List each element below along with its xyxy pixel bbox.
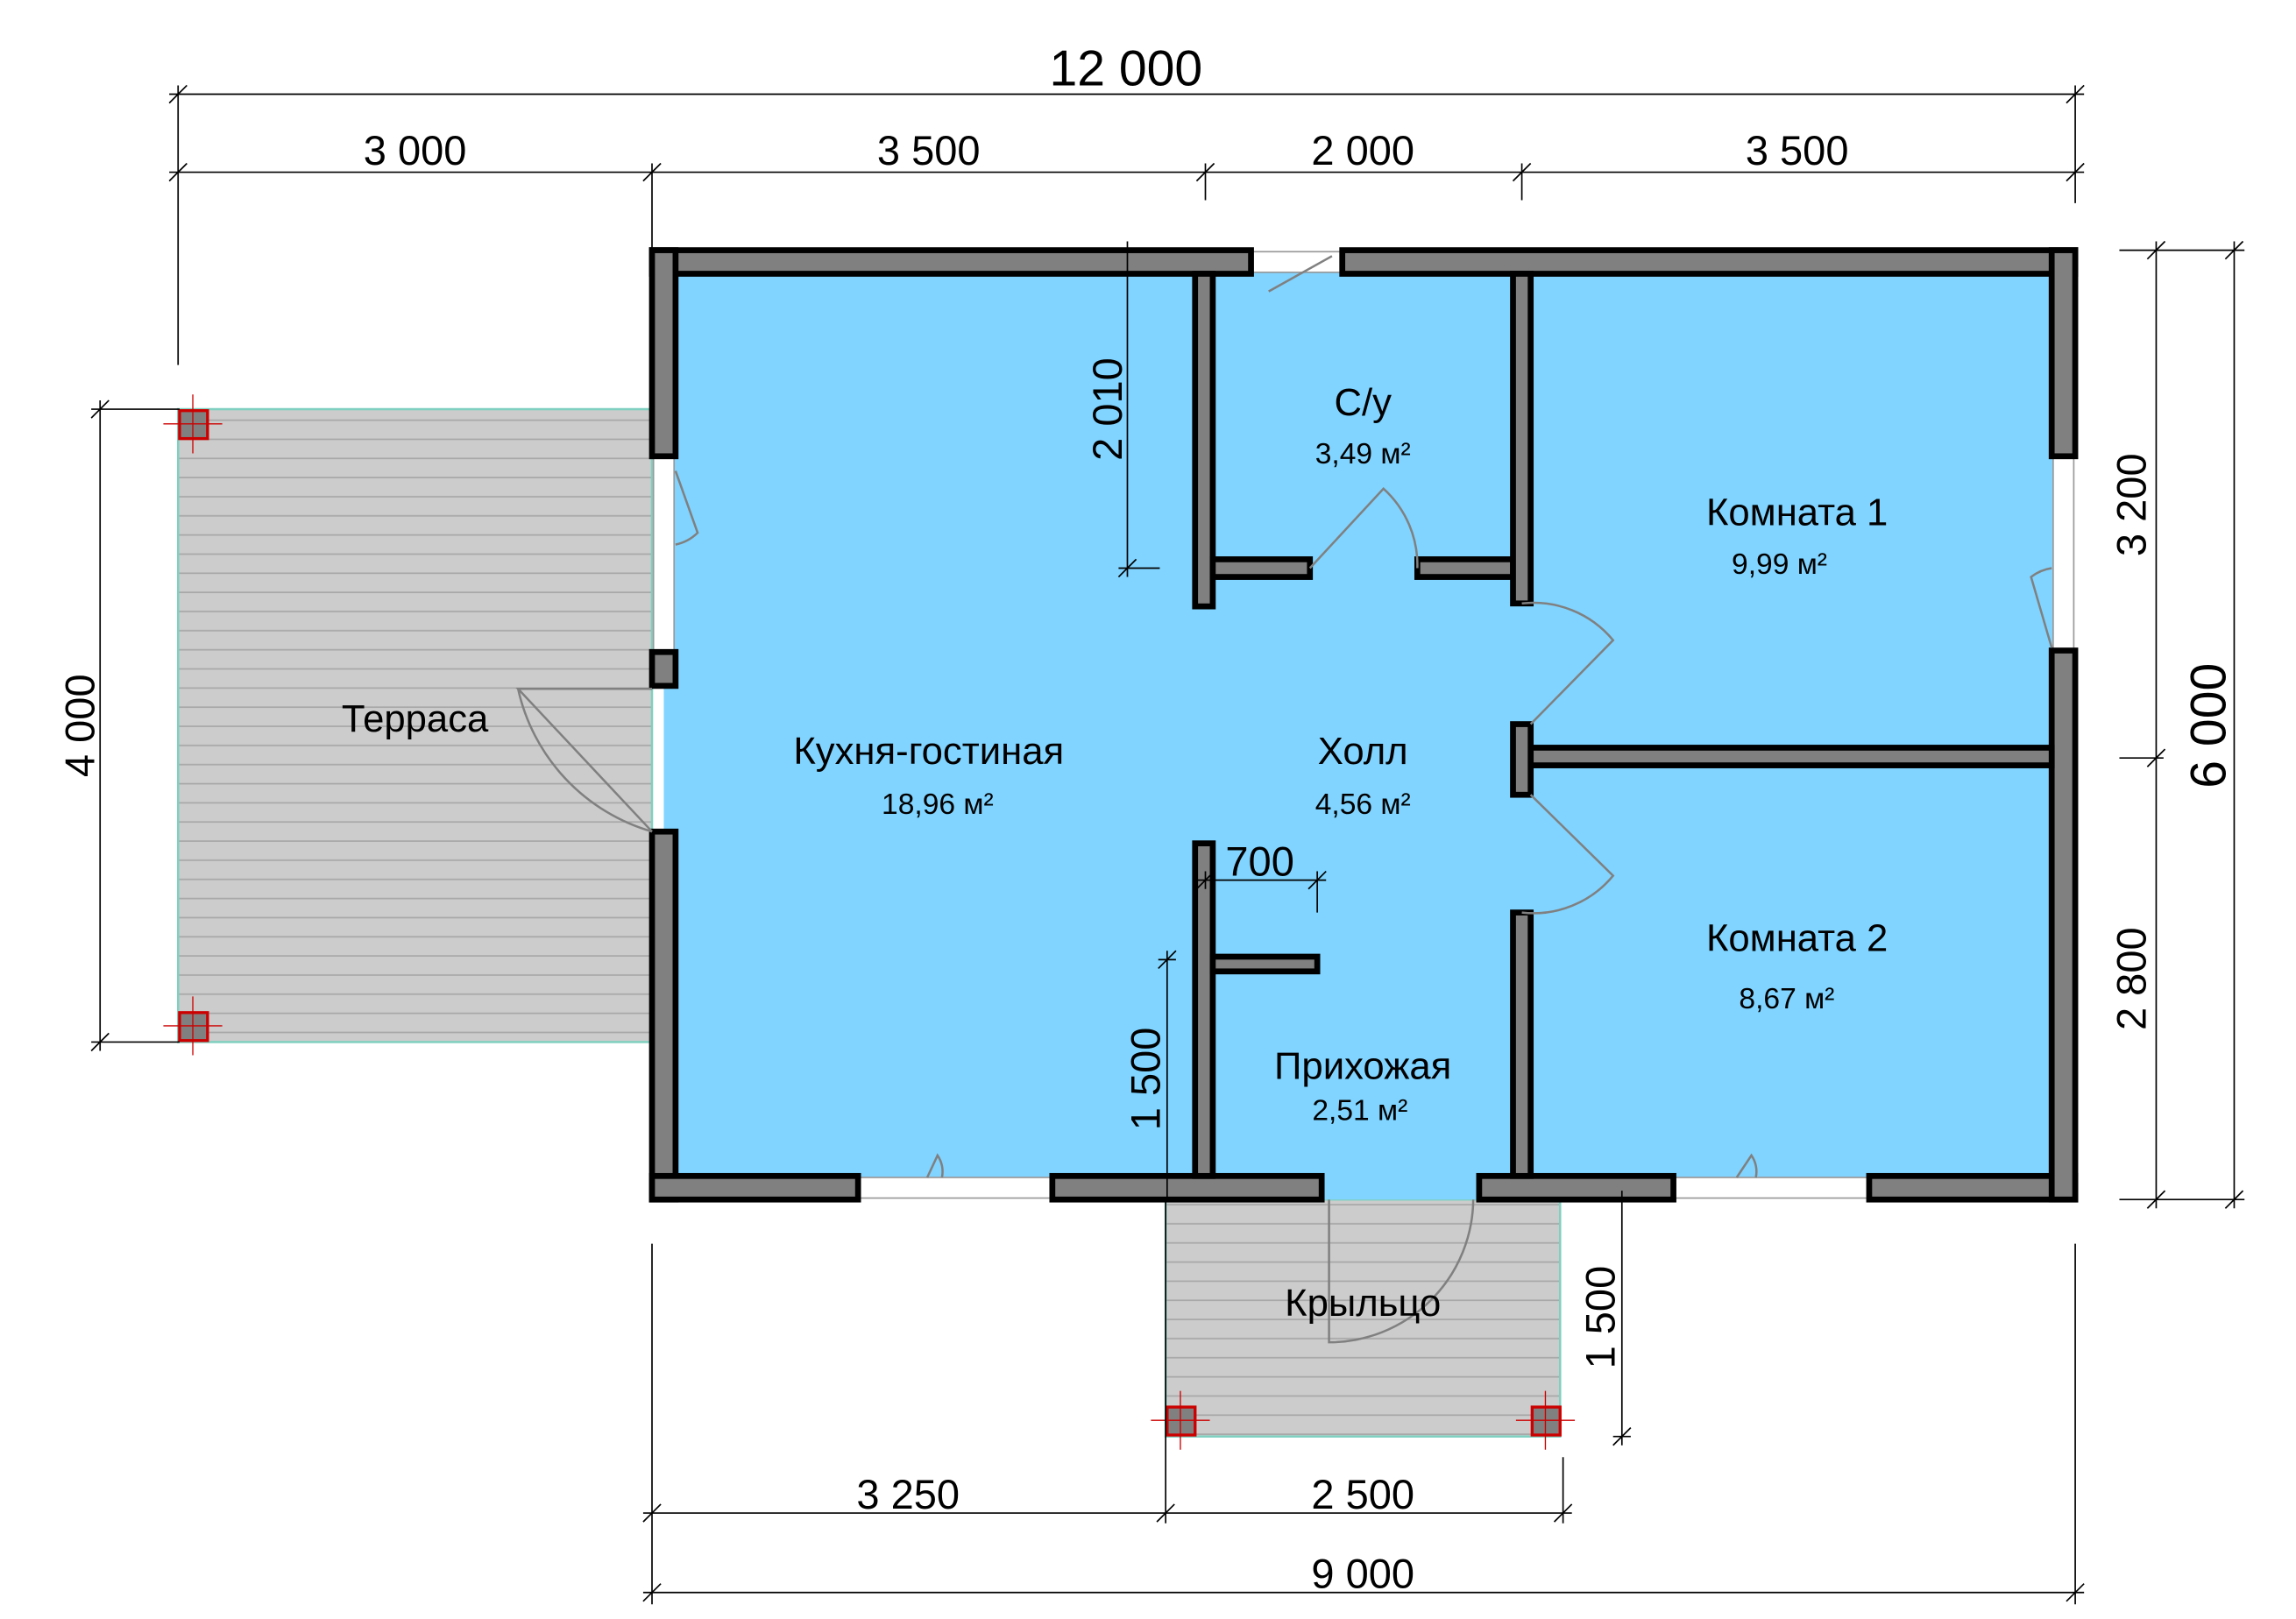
room-1-area: 9,99 м² — [1732, 548, 1827, 581]
room-2-label: Комната 2 — [1706, 916, 1888, 959]
dimension-lines — [90, 84, 2245, 1605]
dim-entry-inner: 1 500 — [1122, 1028, 1168, 1131]
dim-porch-depth: 1 500 — [1577, 1266, 1623, 1369]
porch-deck — [1164, 1198, 1562, 1438]
house-floor — [663, 262, 2064, 1188]
dim-left-terrace: 4 000 — [56, 674, 103, 777]
dim-right-total: 6 000 — [2180, 663, 2236, 788]
dim-kitchen-inner: 2 010 — [1084, 357, 1130, 461]
room-terrace-label: Терраса — [342, 697, 489, 740]
room-entry-label: Прихожая — [1274, 1044, 1451, 1087]
dim-top-4: 3 500 — [1746, 127, 1849, 173]
room-kitchen-label: Кухня-гостиная — [793, 730, 1064, 773]
dim-top-2: 3 500 — [877, 127, 981, 173]
support-posts — [163, 394, 1576, 1450]
dim-bottom-1: 3 250 — [856, 1471, 960, 1517]
dim-bottom-2: 2 500 — [1311, 1471, 1414, 1517]
dim-bottom-total: 9 000 — [1311, 1551, 1414, 1597]
room-entry-area: 2,51 м² — [1312, 1094, 1407, 1127]
dim-right-1: 3 200 — [2108, 453, 2155, 556]
room-hall-area: 4,56 м² — [1315, 788, 1411, 821]
room-hall-label: Холл — [1318, 730, 1408, 773]
dim-top-total: 12 000 — [1049, 40, 1202, 96]
dim-hall-inner: 700 — [1225, 838, 1293, 885]
terrace-deck — [176, 407, 654, 1043]
post — [178, 1011, 209, 1043]
door-swings — [515, 255, 2053, 1344]
post — [1530, 1405, 1562, 1437]
entry-threshold — [1322, 1176, 1479, 1200]
room-bathroom-area: 3,49 м² — [1315, 438, 1411, 470]
dim-right-2: 2 800 — [2108, 927, 2155, 1030]
dim-top-3: 2 000 — [1311, 127, 1414, 173]
post — [1166, 1405, 1197, 1437]
room-1-label: Комната 1 — [1706, 491, 1888, 534]
dim-top-1: 3 000 — [364, 127, 467, 173]
room-kitchen-area: 18,96 м² — [882, 788, 994, 821]
walls — [648, 247, 2079, 1203]
post — [178, 409, 209, 441]
room-porch-label: Крыльцо — [1285, 1282, 1441, 1325]
room-2-area: 8,67 м² — [1739, 983, 1834, 1015]
room-bathroom-label: С/у — [1334, 381, 1392, 424]
